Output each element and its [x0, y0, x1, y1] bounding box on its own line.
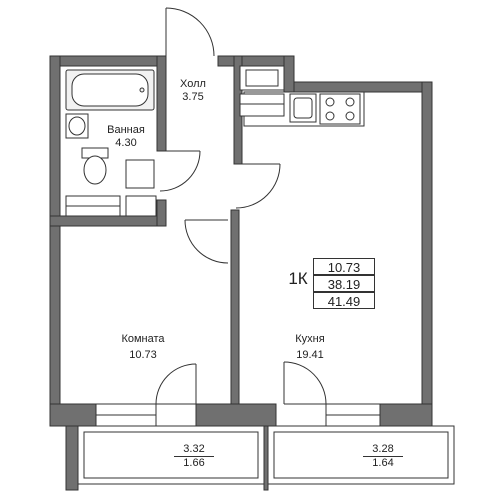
- hall-area: 3.75: [182, 91, 204, 103]
- wall-left: [49, 55, 61, 427]
- unit-code: 1К: [288, 269, 308, 288]
- balcony-right: [267, 425, 455, 485]
- bathroom-area: 4.30: [115, 137, 137, 149]
- wall-bathroom-bottom: [49, 215, 167, 227]
- wall-bottom-left: [49, 403, 97, 427]
- balcony-right-label: 3.28 1.64: [363, 443, 403, 470]
- wall-bathroom-right-lower: [156, 199, 167, 227]
- balcony-left-label: 3.32 1.66: [174, 443, 214, 470]
- balcony-right-area: 3.28: [363, 443, 403, 457]
- windows: [95, 403, 381, 427]
- washing-machine: [125, 159, 155, 189]
- kitchen-area: 19.41: [296, 349, 324, 361]
- stove: [319, 93, 361, 125]
- wall-top-bathroom: [49, 55, 167, 67]
- wall-right: [421, 81, 433, 413]
- unit-summary: 1К 10.73 38.19 41.49: [285, 256, 377, 311]
- bathroom-name: Ванная: [107, 124, 145, 136]
- balcony-left-reduced: 1.66: [183, 457, 205, 469]
- hall-label: Холл 3.75: [168, 78, 218, 104]
- balcony-left-area: 3.32: [174, 443, 214, 457]
- wall-bottom-mid: [195, 403, 277, 427]
- bathroom-label: Ванная 4.30: [96, 124, 156, 150]
- wall-room-kitchen: [230, 209, 240, 411]
- kitchen-name: Кухня: [295, 333, 325, 345]
- wall-step-kitchen: [283, 55, 295, 93]
- room-area: 10.73: [129, 349, 157, 361]
- balcony-right-reduced: 1.64: [372, 457, 394, 469]
- wall-bathroom-right: [156, 55, 167, 152]
- hall-name: Холл: [180, 78, 206, 90]
- total-area-excl: 38.19: [313, 275, 375, 292]
- wall-top-kitchen-left: [217, 55, 295, 67]
- walls: [49, 55, 433, 427]
- room-name: Комната: [121, 333, 165, 345]
- wall-top-kitchen-right: [289, 81, 433, 93]
- wall-bottom-right: [379, 403, 433, 427]
- doors: [155, 7, 327, 405]
- living-area: 10.73: [313, 258, 375, 275]
- balcony-left: [77, 425, 265, 485]
- total-area: 41.49: [313, 292, 375, 309]
- kitchen-label: Кухня 19.41: [280, 333, 340, 362]
- room-label: Комната 10.73: [108, 333, 178, 362]
- fixtures: [65, 65, 365, 217]
- balconies: [65, 425, 455, 491]
